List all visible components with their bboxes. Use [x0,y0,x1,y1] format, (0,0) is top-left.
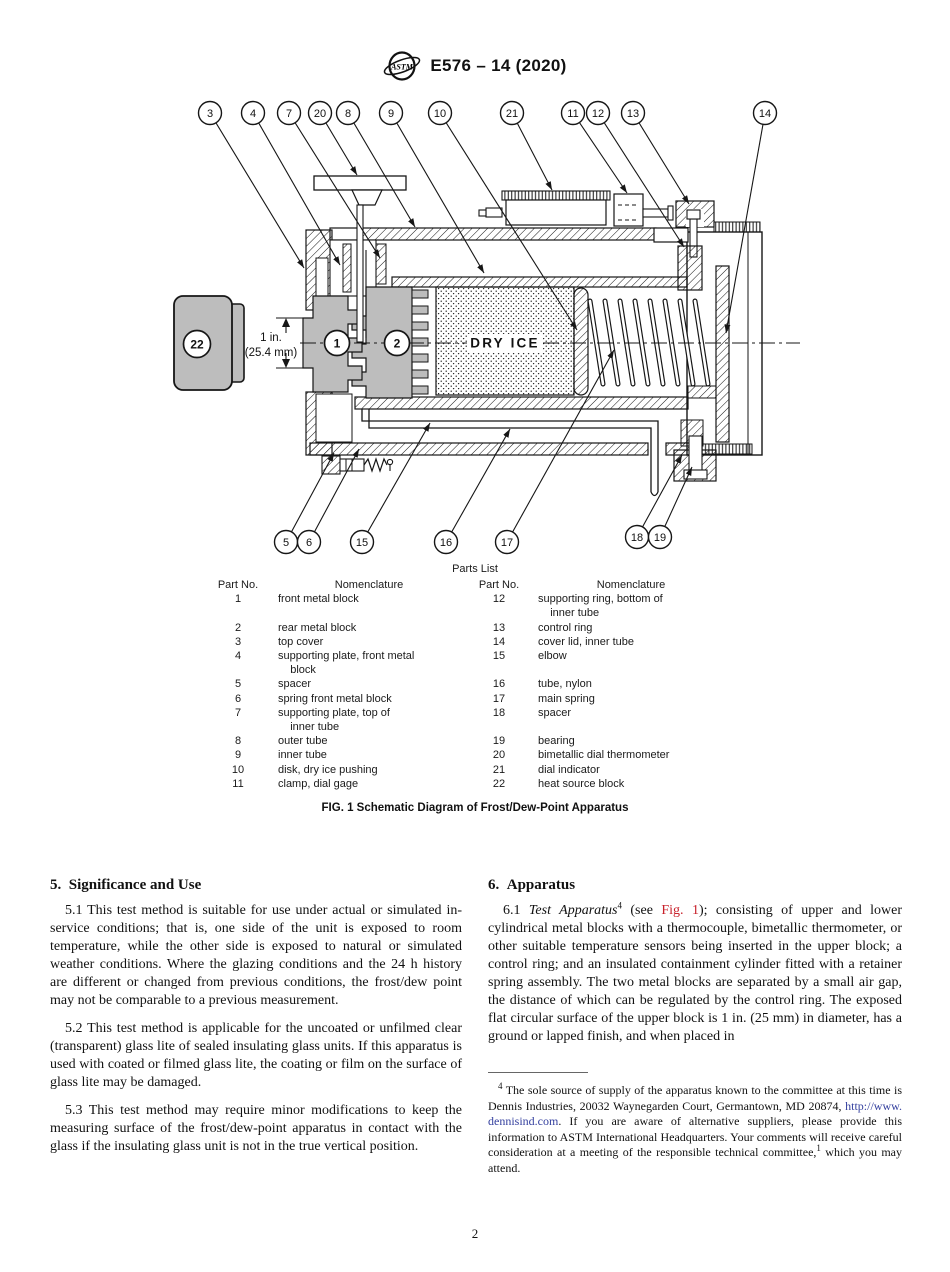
page-header: ASTM E576 – 14 (2020) [0,48,950,84]
paragraph-5-2: 5.2 This test method is applicable for t… [50,1021,462,1090]
svg-text:DRY ICE: DRY ICE [470,336,539,351]
standard-designation: E576 – 14 (2020) [430,56,567,75]
svg-text:4: 4 [250,108,256,120]
svg-text:12: 12 [592,108,604,120]
para-6-1-rest: ); consisting of upper and lower cylindr… [488,903,902,1044]
svg-text:5: 5 [283,537,289,549]
parts-list-table: Part No. Nomenclature Part No. Nomenclat… [212,578,738,791]
footnote-4-number: 4 [498,1081,503,1091]
nylon-tube [361,409,659,497]
col-header-nomenclature-right: Nomenclature [596,579,666,591]
svg-text:8: 8 [345,108,351,120]
svg-text:19: 19 [654,532,666,544]
figure-caption: FIG. 1 Schematic Diagram of Frost/Dew-Po… [321,802,629,814]
dennisind-link[interactable]: http://www.dennisind.com [488,1098,902,1129]
dry-ice-pushing-disk [573,287,589,396]
inner-tube-cover-lid [687,265,730,443]
column-left: 5. Significance and Use 5.1 This test me… [50,876,462,1166]
col-header-part-no-left: Part No. [217,579,259,591]
parts-list: Parts List Part No. Nomenclature Part No… [0,562,950,791]
footnote-1-marker: 1 [816,1143,821,1153]
svg-text:17: 17 [501,537,513,549]
spacer-spring-assembly [321,455,394,475]
svg-text:6: 6 [306,537,312,549]
paragraph-6-1: 6.1 Test Apparatus4 (see Fig. 1); consis… [488,900,902,1046]
dial-indicator [478,190,611,226]
section-5-heading: 5. Significance and Use [50,877,202,893]
callouts-inner: 1 2 22 [182,329,411,359]
footnote-text-2: . If you are aware of alternative suppli… [488,1114,902,1159]
footnote-text-1: The sole source of supply of the apparat… [488,1083,902,1113]
svg-text:21: 21 [506,108,518,120]
svg-text:9: 9 [388,108,394,120]
svg-text:14: 14 [759,108,771,120]
svg-text:7: 7 [286,108,292,120]
callout-numbers-top: 3 4 7 20 8 9 10 21 11 12 13 14 [207,108,771,120]
svg-text:1: 1 [334,337,341,351]
para-6-1-italic: Test Apparatus [528,903,618,918]
svg-text:3: 3 [207,108,213,120]
section-6-heading: 6. Apparatus [488,877,576,893]
svg-text:20: 20 [314,108,326,120]
supporting-ring-bottom [677,245,703,291]
dimension-label-mm: (25.4 mm) [245,347,298,359]
astm-logo-icon: ASTM [384,51,421,81]
svg-text:13: 13 [627,108,639,120]
paragraph-5-1: 5.1 This test method is suitable for use… [50,903,462,1008]
col-header-nomenclature-left: Nomenclature [334,579,404,591]
figure-1-link[interactable]: Fig. 1 [661,903,699,918]
apparatus-schematic: 1 in. (25.4 mm) [173,100,800,555]
callout-numbers-bottom: 5 6 15 16 17 18 19 [283,532,666,549]
parts-list-title: Parts List [452,563,498,575]
col-header-part-no-right: Part No. [478,579,520,591]
svg-text:2: 2 [394,337,401,351]
page-number: 2 [471,1226,479,1241]
svg-text:22: 22 [190,338,204,352]
svg-text:11: 11 [567,108,578,120]
footnote-rule [488,1072,588,1073]
footnote-4-marker: 4 [617,900,622,911]
footnote-4: 4 The sole source of supply of the appar… [488,1081,902,1176]
dimension-annotation [276,317,304,369]
para-6-1-mid: (see [621,903,662,918]
parts-list-header-row: Part No. Nomenclature Part No. Nomenclat… [212,578,738,592]
dial-gage-clamp [613,193,674,227]
bimetallic-thermometer [313,175,407,343]
svg-text:18: 18 [631,532,643,544]
callouts-bottom [273,524,673,555]
callouts-top [197,100,778,126]
column-right: 6. Apparatus 6.1 Test Apparatus4 (see Fi… [488,876,902,1176]
svg-text:16: 16 [440,537,452,549]
dimension-label-inches: 1 in. [260,332,282,344]
para-6-1-lead: 6.1 [503,903,529,918]
dry-ice-label: DRY ICE [467,334,543,352]
footnote-text-3: which you may attend. [488,1145,902,1175]
svg-text:15: 15 [356,537,368,549]
svg-text:10: 10 [434,108,446,120]
paragraph-5-3: 5.3 This test method may require minor m… [50,1103,462,1154]
bearing-assembly [673,419,717,482]
astm-logo-text: ASTM [391,63,415,72]
